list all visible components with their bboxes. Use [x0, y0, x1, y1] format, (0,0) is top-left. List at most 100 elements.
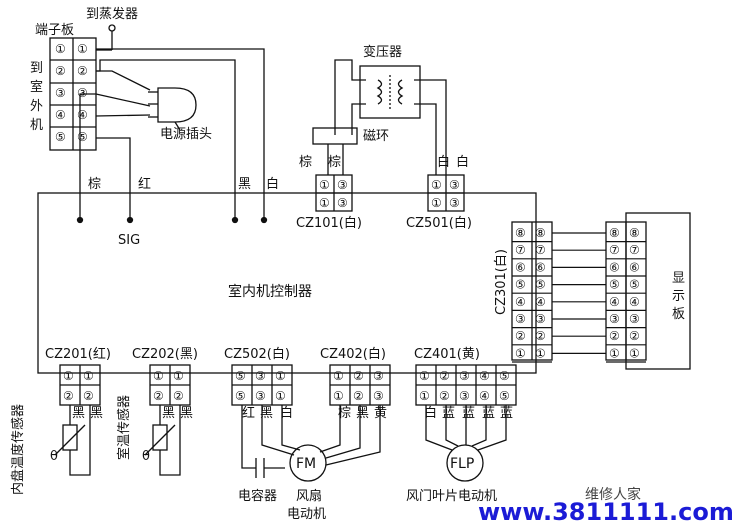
cz301-pin: ⑤ [515, 278, 526, 292]
sig-label: SIG [118, 233, 140, 248]
cz501-left-color: 白 [437, 154, 450, 170]
display-pin: ⑦ [629, 243, 640, 257]
display-pin: ① [609, 346, 620, 360]
wire-brown-label: 棕 [88, 177, 101, 192]
display-pin: ⑤ [629, 278, 640, 292]
cz301-pin: ③ [535, 312, 546, 326]
terminal-pin-right: ① [77, 42, 88, 56]
display-pin: ⑥ [609, 260, 620, 274]
terminal-pin-right: ⑤ [77, 130, 88, 144]
display-pin: ② [629, 329, 640, 343]
louver-wire-color-2: 蓝 [442, 406, 455, 421]
plug-icon [157, 87, 197, 123]
cz301-pin: ⑦ [515, 243, 526, 257]
wire-black-label: 黑 [238, 177, 251, 192]
wire-red-label: 红 [138, 176, 151, 192]
display-pin: ③ [629, 312, 640, 326]
display-pin: ④ [609, 295, 620, 309]
cz501-right-color: 白 [456, 154, 469, 170]
ring-box [312, 127, 358, 145]
cz301-pin: ⑥ [535, 260, 546, 274]
fan-motor-label-1: 风扇 [296, 488, 322, 504]
display-pin: ⑦ [609, 243, 620, 257]
fan-wire-color-6: 黄 [374, 406, 387, 421]
cz402-pin: ① [333, 389, 344, 403]
sensor1-wire-color-1: 黑 [72, 406, 85, 421]
louver-wire-color-3: 蓝 [462, 406, 475, 421]
display-pin: ⑧ [629, 226, 640, 240]
louver-motor-label: 风门叶片电动机 [406, 489, 497, 504]
sensor2-wire-color-1: 黑 [162, 406, 175, 421]
cz401-pin: ① [419, 369, 430, 383]
plug-label: 电源插头 [160, 127, 212, 142]
sensor2-wire-color-2: 黑 [180, 406, 193, 421]
cz101-pin: ③ [337, 196, 348, 210]
terminal-pin-left: ⑤ [55, 130, 66, 144]
cz502-pin: ③ [255, 389, 266, 403]
cz502-label: CZ502(白) [224, 346, 290, 362]
cz402-pin: ③ [373, 389, 384, 403]
display-label-2: 示 [672, 289, 685, 304]
louver-motor-icon [446, 444, 484, 482]
display-pin: ⑧ [609, 226, 620, 240]
cz402-pin: ① [333, 369, 344, 383]
cz202-pin: ① [153, 369, 164, 383]
cz301-pin: ② [535, 329, 546, 343]
cz501-pin: ③ [449, 196, 460, 210]
cz101-left-color: 棕 [299, 155, 312, 170]
cz502-pin: ⑤ [235, 369, 246, 383]
cz202-label: CZ202(黑) [132, 347, 198, 362]
ring-label: 磁环 [363, 129, 389, 144]
cz301-pin: ④ [535, 295, 546, 309]
cz501-pin: ① [431, 196, 442, 210]
controller-box [37, 192, 537, 374]
cz501-pin: ③ [449, 178, 460, 192]
cz301-label: CZ301(白) [493, 249, 509, 315]
wiring-diagram: 到蒸发器 端子板 到 室 外 机 电源插头 变压器 磁环 棕 棕 白 白 棕 红… [10, 6, 691, 522]
cz402-pin: ③ [373, 369, 384, 383]
cz401-pin: ② [439, 389, 450, 403]
sensor1-label: 内盘温度传感器 [10, 404, 26, 495]
cz101-pin: ③ [337, 178, 348, 192]
display-label-1: 显 [672, 271, 685, 286]
cz501-pin: ① [431, 178, 442, 192]
louver-wire-color-5: 蓝 [500, 406, 513, 421]
display-pin: ② [609, 329, 620, 343]
terminal-board-label: 端子板 [35, 23, 74, 38]
terminal-pin-right: ② [77, 64, 88, 78]
cz201-pin: ① [83, 369, 94, 383]
flp-label: FLP [450, 456, 474, 472]
cz502-pin: ① [275, 369, 286, 383]
cz101-pin: ① [319, 178, 330, 192]
transformer-box [359, 65, 421, 119]
outdoor-label-3: 外 [30, 99, 43, 114]
sensor1-wire-color-2: 黑 [90, 406, 103, 421]
outdoor-label-4: 机 [30, 118, 43, 133]
capacitor-label: 电容器 [238, 488, 277, 504]
theta-2: θ [142, 449, 150, 464]
evaporator-label: 到蒸发器 [86, 6, 138, 22]
cz301-pin: ① [515, 346, 526, 360]
fan-wire-color-4: 棕 [338, 406, 351, 421]
fan-wire-color-1: 红 [242, 405, 255, 421]
cz201-pin: ① [63, 369, 74, 383]
fan-motor-label-2: 电动机 [287, 507, 326, 522]
cz301-pin: ③ [515, 312, 526, 326]
cz301-pin: ② [515, 329, 526, 343]
transformer-label: 变压器 [363, 44, 402, 60]
display-pin: ⑤ [609, 278, 620, 292]
cz301-pin: ① [535, 346, 546, 360]
cz401-pin: ① [419, 389, 430, 403]
cz301-pin: ⑦ [535, 243, 546, 257]
cz301-pin: ⑤ [535, 278, 546, 292]
cz301-pin: ⑧ [535, 226, 546, 240]
terminal-pin-left: ② [55, 64, 66, 78]
cz501-label: CZ501(白) [406, 215, 472, 231]
wire-white-label: 白 [266, 176, 279, 192]
louver-wire-color-1: 白 [424, 405, 437, 421]
cz401-pin: ② [439, 369, 450, 383]
cz202-pin: ② [153, 389, 164, 403]
display-label-3: 板 [672, 307, 685, 322]
cz401-label: CZ401(黄) [414, 347, 480, 362]
cz401-pin: ③ [459, 369, 470, 383]
